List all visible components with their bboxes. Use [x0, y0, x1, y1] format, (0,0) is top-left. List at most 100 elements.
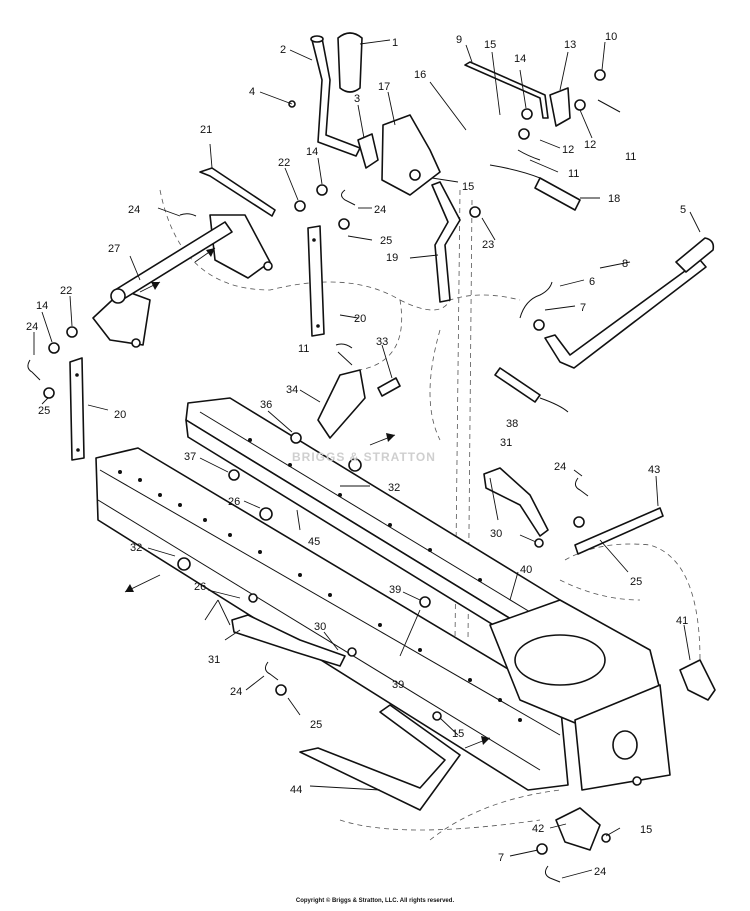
frame-front-rail [95, 447, 569, 791]
part-31-tie-bar-rear [483, 467, 549, 537]
part-21-lift-rod [199, 167, 276, 217]
part-13-bracket [549, 87, 571, 127]
copyright-notice: Copyright © Briggs & Stratton, LLC. All … [295, 898, 455, 904]
callout-42: 42 [532, 823, 544, 835]
callout-24b: 24 [128, 204, 140, 216]
callout-21: 21 [200, 124, 212, 136]
part-42-bracket [555, 807, 601, 851]
part-33-bolt [377, 377, 401, 397]
callout-11a: 11 [625, 151, 636, 163]
part-20-lift-link-right [307, 225, 325, 337]
callout-39a: 39 [389, 584, 401, 596]
leader-lines [33, 39, 701, 879]
callout-34: 34 [286, 384, 298, 396]
callout-30b: 30 [314, 621, 326, 633]
part-34-bracket [317, 369, 366, 439]
callout-39b: 39 [392, 679, 404, 691]
callout-33: 33 [376, 336, 388, 348]
frame-holes [118, 438, 522, 722]
callout-2: 2 [280, 44, 286, 56]
motion-arrows [124, 247, 491, 749]
callout-15a: 15 [484, 39, 496, 51]
callout-13: 13 [564, 39, 576, 51]
callout-14c: 14 [36, 300, 48, 312]
callout-12a: 12 [562, 144, 574, 156]
callout-24c: 24 [26, 321, 38, 333]
callout-24d: 24 [554, 461, 566, 473]
part-43-rod [574, 507, 664, 555]
callout-22a: 22 [278, 157, 290, 169]
hardware-cotter-pins [27, 99, 621, 883]
callout-6: 6 [589, 276, 595, 288]
callout-15c: 15 [452, 728, 464, 740]
callout-44: 44 [290, 784, 302, 796]
callout-25c: 25 [630, 576, 642, 588]
callout-8: 8 [622, 258, 628, 270]
callout-11b: 11 [568, 168, 579, 180]
callout-14a: 14 [514, 53, 526, 65]
callout-45: 45 [308, 536, 320, 548]
callout-18: 18 [608, 193, 620, 205]
callout-36: 36 [260, 399, 272, 411]
callout-41: 41 [676, 615, 688, 627]
part-6-spring [519, 281, 553, 319]
callout-23: 23 [482, 239, 494, 251]
part-5-grip [675, 237, 715, 273]
callout-14b: 14 [306, 146, 318, 158]
frame-rear-plate [489, 599, 671, 791]
part-3-pivot-bracket [357, 133, 379, 169]
callout-9: 9 [456, 34, 462, 46]
callout-12b: 12 [584, 139, 596, 151]
callout-22b: 22 [60, 285, 72, 297]
callout-26b: 26 [194, 581, 206, 593]
callout-3: 3 [354, 93, 360, 105]
part-31-tie-bar-front [231, 614, 346, 667]
callout-10: 10 [605, 31, 617, 43]
callout-7b: 7 [498, 852, 504, 864]
callout-labels: 1 2 3 4 5 6 7 7 8 9 10 11 11 11 12 12 13… [26, 31, 688, 878]
callout-7a: 7 [580, 302, 586, 314]
callout-32b: 32 [130, 542, 142, 554]
callout-31a: 31 [500, 437, 512, 449]
callout-5: 5 [680, 204, 686, 216]
callout-37: 37 [184, 451, 196, 463]
callout-25b: 25 [38, 405, 50, 417]
hardware-nuts-washers [43, 69, 642, 855]
callout-15d: 15 [640, 824, 652, 836]
callout-17: 17 [378, 81, 390, 93]
callout-31b: 31 [208, 654, 220, 666]
part-19-lever [431, 181, 461, 303]
callout-20b: 20 [114, 409, 126, 421]
callout-43: 43 [648, 464, 660, 476]
callout-1: 1 [392, 37, 398, 49]
callout-27: 27 [108, 243, 120, 255]
callout-24e: 24 [230, 686, 242, 698]
callout-30a: 30 [490, 528, 502, 540]
callout-24a: 24 [374, 204, 386, 216]
part-41-bracket [679, 659, 716, 701]
callout-25a: 25 [380, 235, 392, 247]
part-17-bracket [381, 114, 441, 196]
callout-19: 19 [386, 252, 398, 264]
part-18-spring [489, 164, 581, 211]
watermark: BRIGGS & STRATTON [292, 450, 436, 464]
callout-15b: 15 [462, 181, 474, 193]
part-1-grip [337, 32, 363, 93]
svg-text:BRIGGS & STRATTON: BRIGGS & STRATTON [292, 450, 436, 464]
callout-26a: 26 [228, 496, 240, 508]
part-44-hitch-bar [299, 704, 461, 811]
callout-16: 16 [414, 69, 426, 81]
part-20-lift-link-left [69, 357, 85, 461]
callout-32a: 32 [388, 482, 400, 494]
callout-4: 4 [249, 86, 255, 98]
part-38-spring [494, 367, 569, 413]
callout-24f: 24 [594, 866, 606, 878]
part-27-lift-shaft [92, 214, 273, 348]
callout-20a: 20 [354, 313, 366, 325]
part-8-lever [544, 259, 707, 369]
callout-25d: 25 [310, 719, 322, 731]
callout-38: 38 [506, 418, 518, 430]
callout-40: 40 [520, 564, 532, 576]
part-9-rod [464, 61, 549, 119]
